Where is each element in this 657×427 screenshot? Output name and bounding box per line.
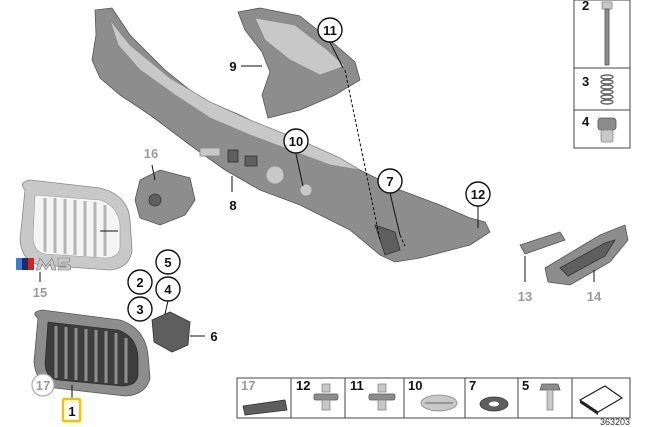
svg-text:17: 17 bbox=[241, 378, 255, 393]
callout-16[interactable]: 16 bbox=[144, 146, 158, 161]
side-panel-item-2[interactable]: 2 bbox=[582, 0, 613, 66]
cover-part-9[interactable] bbox=[237, 7, 361, 119]
callout-4[interactable]: 4 bbox=[155, 276, 181, 302]
bracket-part-16[interactable] bbox=[134, 169, 196, 226]
svg-text:5: 5 bbox=[522, 378, 529, 393]
callout-17-main[interactable]: 17 bbox=[31, 373, 55, 397]
svg-text:9: 9 bbox=[229, 59, 236, 74]
bottom-panel-item-11[interactable]: 11 bbox=[350, 378, 396, 411]
svg-text:2: 2 bbox=[136, 275, 143, 290]
kidney-grille-upper-part-15[interactable] bbox=[19, 179, 133, 271]
callout-1-highlighted[interactable]: 1 bbox=[61, 397, 82, 423]
svg-text:3: 3 bbox=[582, 74, 589, 89]
cowl-panel-part-8[interactable] bbox=[91, 7, 491, 263]
svg-text:17: 17 bbox=[36, 378, 50, 393]
kidney-grille-part-1[interactable] bbox=[33, 309, 151, 397]
svg-text:8: 8 bbox=[229, 198, 236, 213]
svg-text:11: 11 bbox=[323, 23, 337, 38]
callout-10[interactable]: 10 bbox=[283, 128, 309, 154]
svg-text:4: 4 bbox=[164, 282, 172, 297]
svg-text:7: 7 bbox=[469, 378, 476, 393]
callout-5[interactable]: 5 bbox=[155, 249, 181, 275]
svg-text:2: 2 bbox=[582, 0, 589, 13]
svg-text:3: 3 bbox=[136, 302, 143, 317]
bottom-panel-arrow bbox=[578, 385, 624, 415]
callout-14[interactable]: 14 bbox=[587, 289, 602, 304]
callout-7[interactable]: 7 bbox=[377, 168, 403, 194]
svg-text:10: 10 bbox=[408, 378, 422, 393]
callout-3[interactable]: 3 bbox=[127, 296, 153, 322]
callout-9[interactable]: 9 bbox=[229, 59, 236, 74]
svg-text:15: 15 bbox=[33, 285, 47, 300]
bottom-panel: 17 12 11 10 7 5 bbox=[236, 377, 631, 419]
svg-text:12: 12 bbox=[471, 187, 485, 202]
svg-text:4: 4 bbox=[582, 114, 590, 129]
callout-15[interactable]: 15 bbox=[33, 285, 47, 300]
svg-text:13: 13 bbox=[518, 289, 532, 304]
bottom-panel-item-10[interactable]: 10 bbox=[408, 378, 458, 412]
bottom-panel-item-17[interactable]: 17 bbox=[241, 378, 288, 416]
trim-strip-part-13[interactable] bbox=[519, 231, 566, 255]
svg-text:16: 16 bbox=[144, 146, 158, 161]
bracket-part-6[interactable] bbox=[151, 311, 191, 353]
callout-2[interactable]: 2 bbox=[127, 269, 153, 295]
svg-text:5: 5 bbox=[164, 255, 171, 270]
callout-13[interactable]: 13 bbox=[518, 289, 532, 304]
side-panel-item-4[interactable]: 4 bbox=[582, 114, 617, 143]
svg-text:1: 1 bbox=[68, 404, 75, 419]
side-vent-part-14[interactable] bbox=[544, 224, 629, 286]
side-panel-item-3[interactable]: 3 bbox=[582, 74, 614, 105]
bottom-panel-item-12[interactable]: 12 bbox=[296, 378, 339, 411]
diagram-number: 363203 bbox=[600, 417, 630, 427]
svg-text:6: 6 bbox=[210, 329, 217, 344]
bottom-panel-item-5[interactable]: 5 bbox=[522, 378, 561, 411]
bottom-panel-item-7[interactable]: 7 bbox=[469, 378, 509, 412]
callout-6[interactable]: 6 bbox=[210, 329, 217, 344]
svg-text:14: 14 bbox=[587, 289, 602, 304]
svg-text:11: 11 bbox=[350, 378, 364, 393]
svg-text:7: 7 bbox=[386, 174, 393, 189]
side-panel: 2 3 4 bbox=[573, 0, 631, 149]
callout-12[interactable]: 12 bbox=[465, 181, 491, 207]
m5-emblem bbox=[16, 257, 71, 271]
svg-text:10: 10 bbox=[289, 134, 303, 149]
svg-text:12: 12 bbox=[296, 378, 310, 393]
callout-8[interactable]: 8 bbox=[229, 198, 236, 213]
callout-11[interactable]: 11 bbox=[317, 17, 343, 43]
leader-lines bbox=[39, 41, 595, 398]
